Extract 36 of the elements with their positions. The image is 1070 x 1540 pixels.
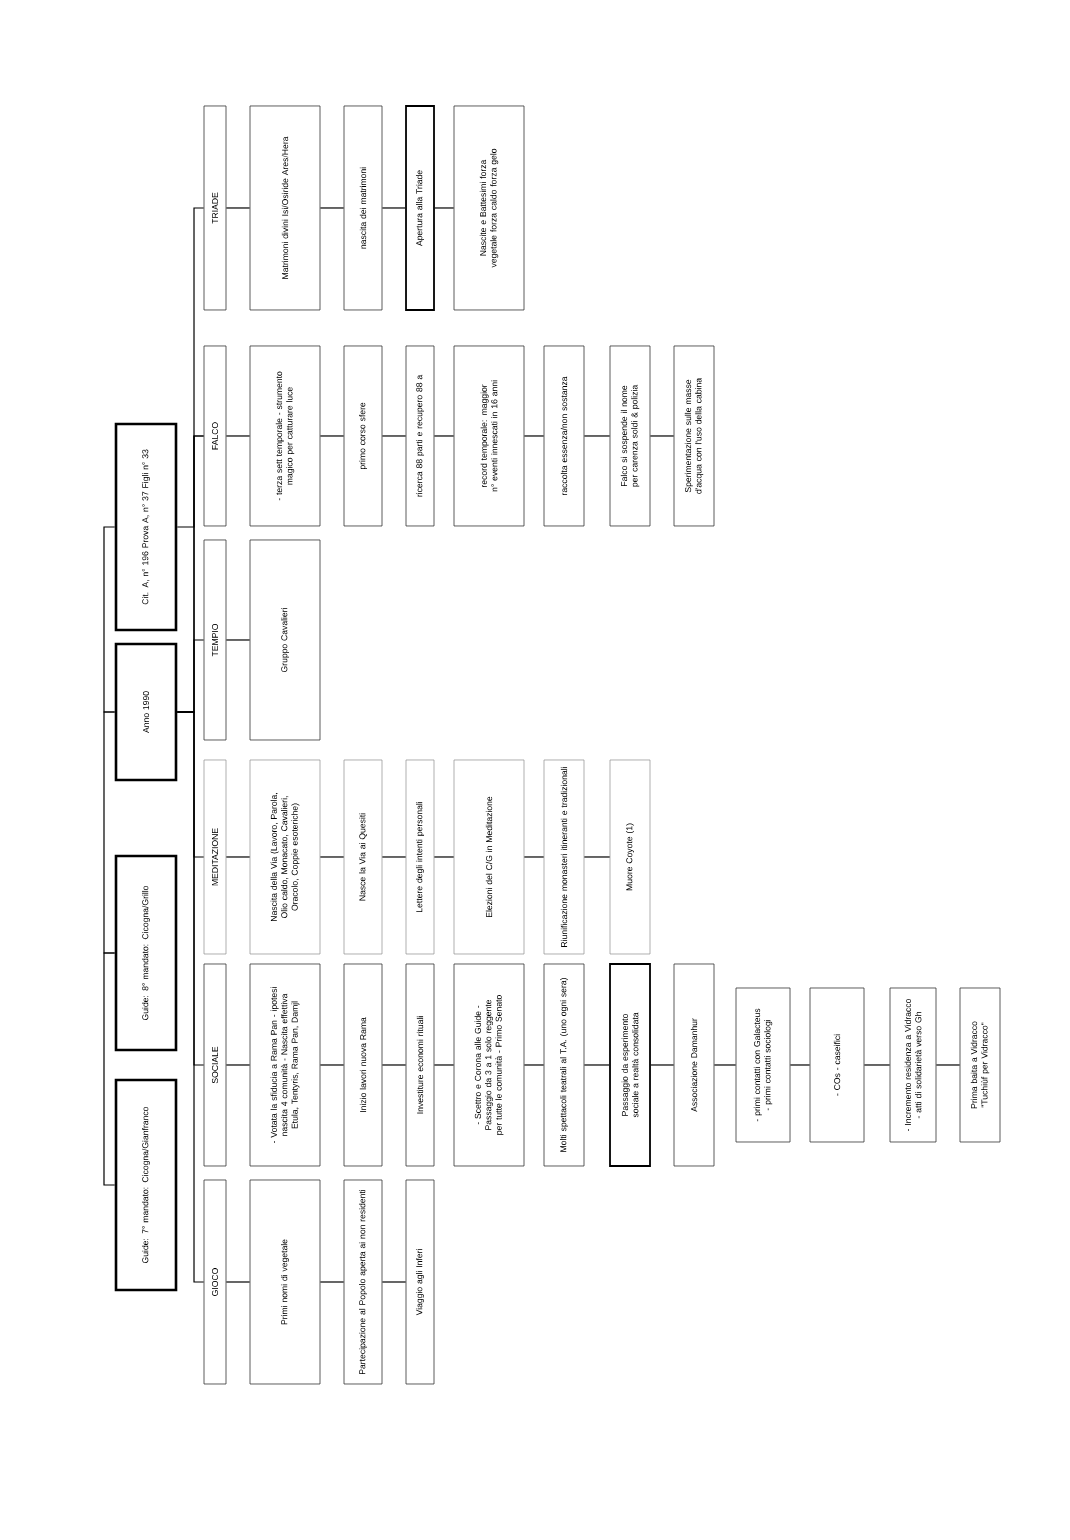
- connector-line: [319, 207, 345, 209]
- connector-line: [319, 435, 345, 437]
- connector-line: [103, 952, 116, 1186]
- connector-line: [523, 1064, 545, 1066]
- connector-line: [381, 1064, 407, 1066]
- connector-line: [381, 1281, 407, 1283]
- connector-line: [319, 1064, 345, 1066]
- connector-line: [381, 207, 406, 209]
- connector-line: [225, 856, 251, 858]
- connector-line: [523, 435, 545, 437]
- connector-line: [863, 1064, 891, 1066]
- connector-line: [103, 711, 116, 954]
- connector-line: [650, 1064, 675, 1066]
- connector-line: [649, 435, 675, 437]
- connector-line: [319, 856, 345, 858]
- connector-line: [935, 1064, 961, 1066]
- connector-line: [319, 1281, 345, 1283]
- connector-line: [381, 856, 407, 858]
- connector-line: [225, 639, 251, 641]
- connector-line: [103, 526, 116, 713]
- connector-line: [713, 1064, 737, 1066]
- connector-line: [176, 207, 205, 713]
- connector-line: [583, 1064, 610, 1066]
- connector-line: [225, 435, 251, 437]
- connector-line: [225, 1064, 251, 1066]
- connector-line: [583, 435, 611, 437]
- connector-line: [583, 856, 611, 858]
- connector-line: [434, 207, 455, 209]
- connector-line: [381, 435, 407, 437]
- connector-line: [225, 207, 251, 209]
- connector-line: [523, 856, 545, 858]
- connector-line: [225, 1281, 251, 1283]
- connector-line: [433, 1064, 455, 1066]
- connector-line: [433, 435, 455, 437]
- connector-line: [433, 856, 455, 858]
- connector-line: [789, 1064, 811, 1066]
